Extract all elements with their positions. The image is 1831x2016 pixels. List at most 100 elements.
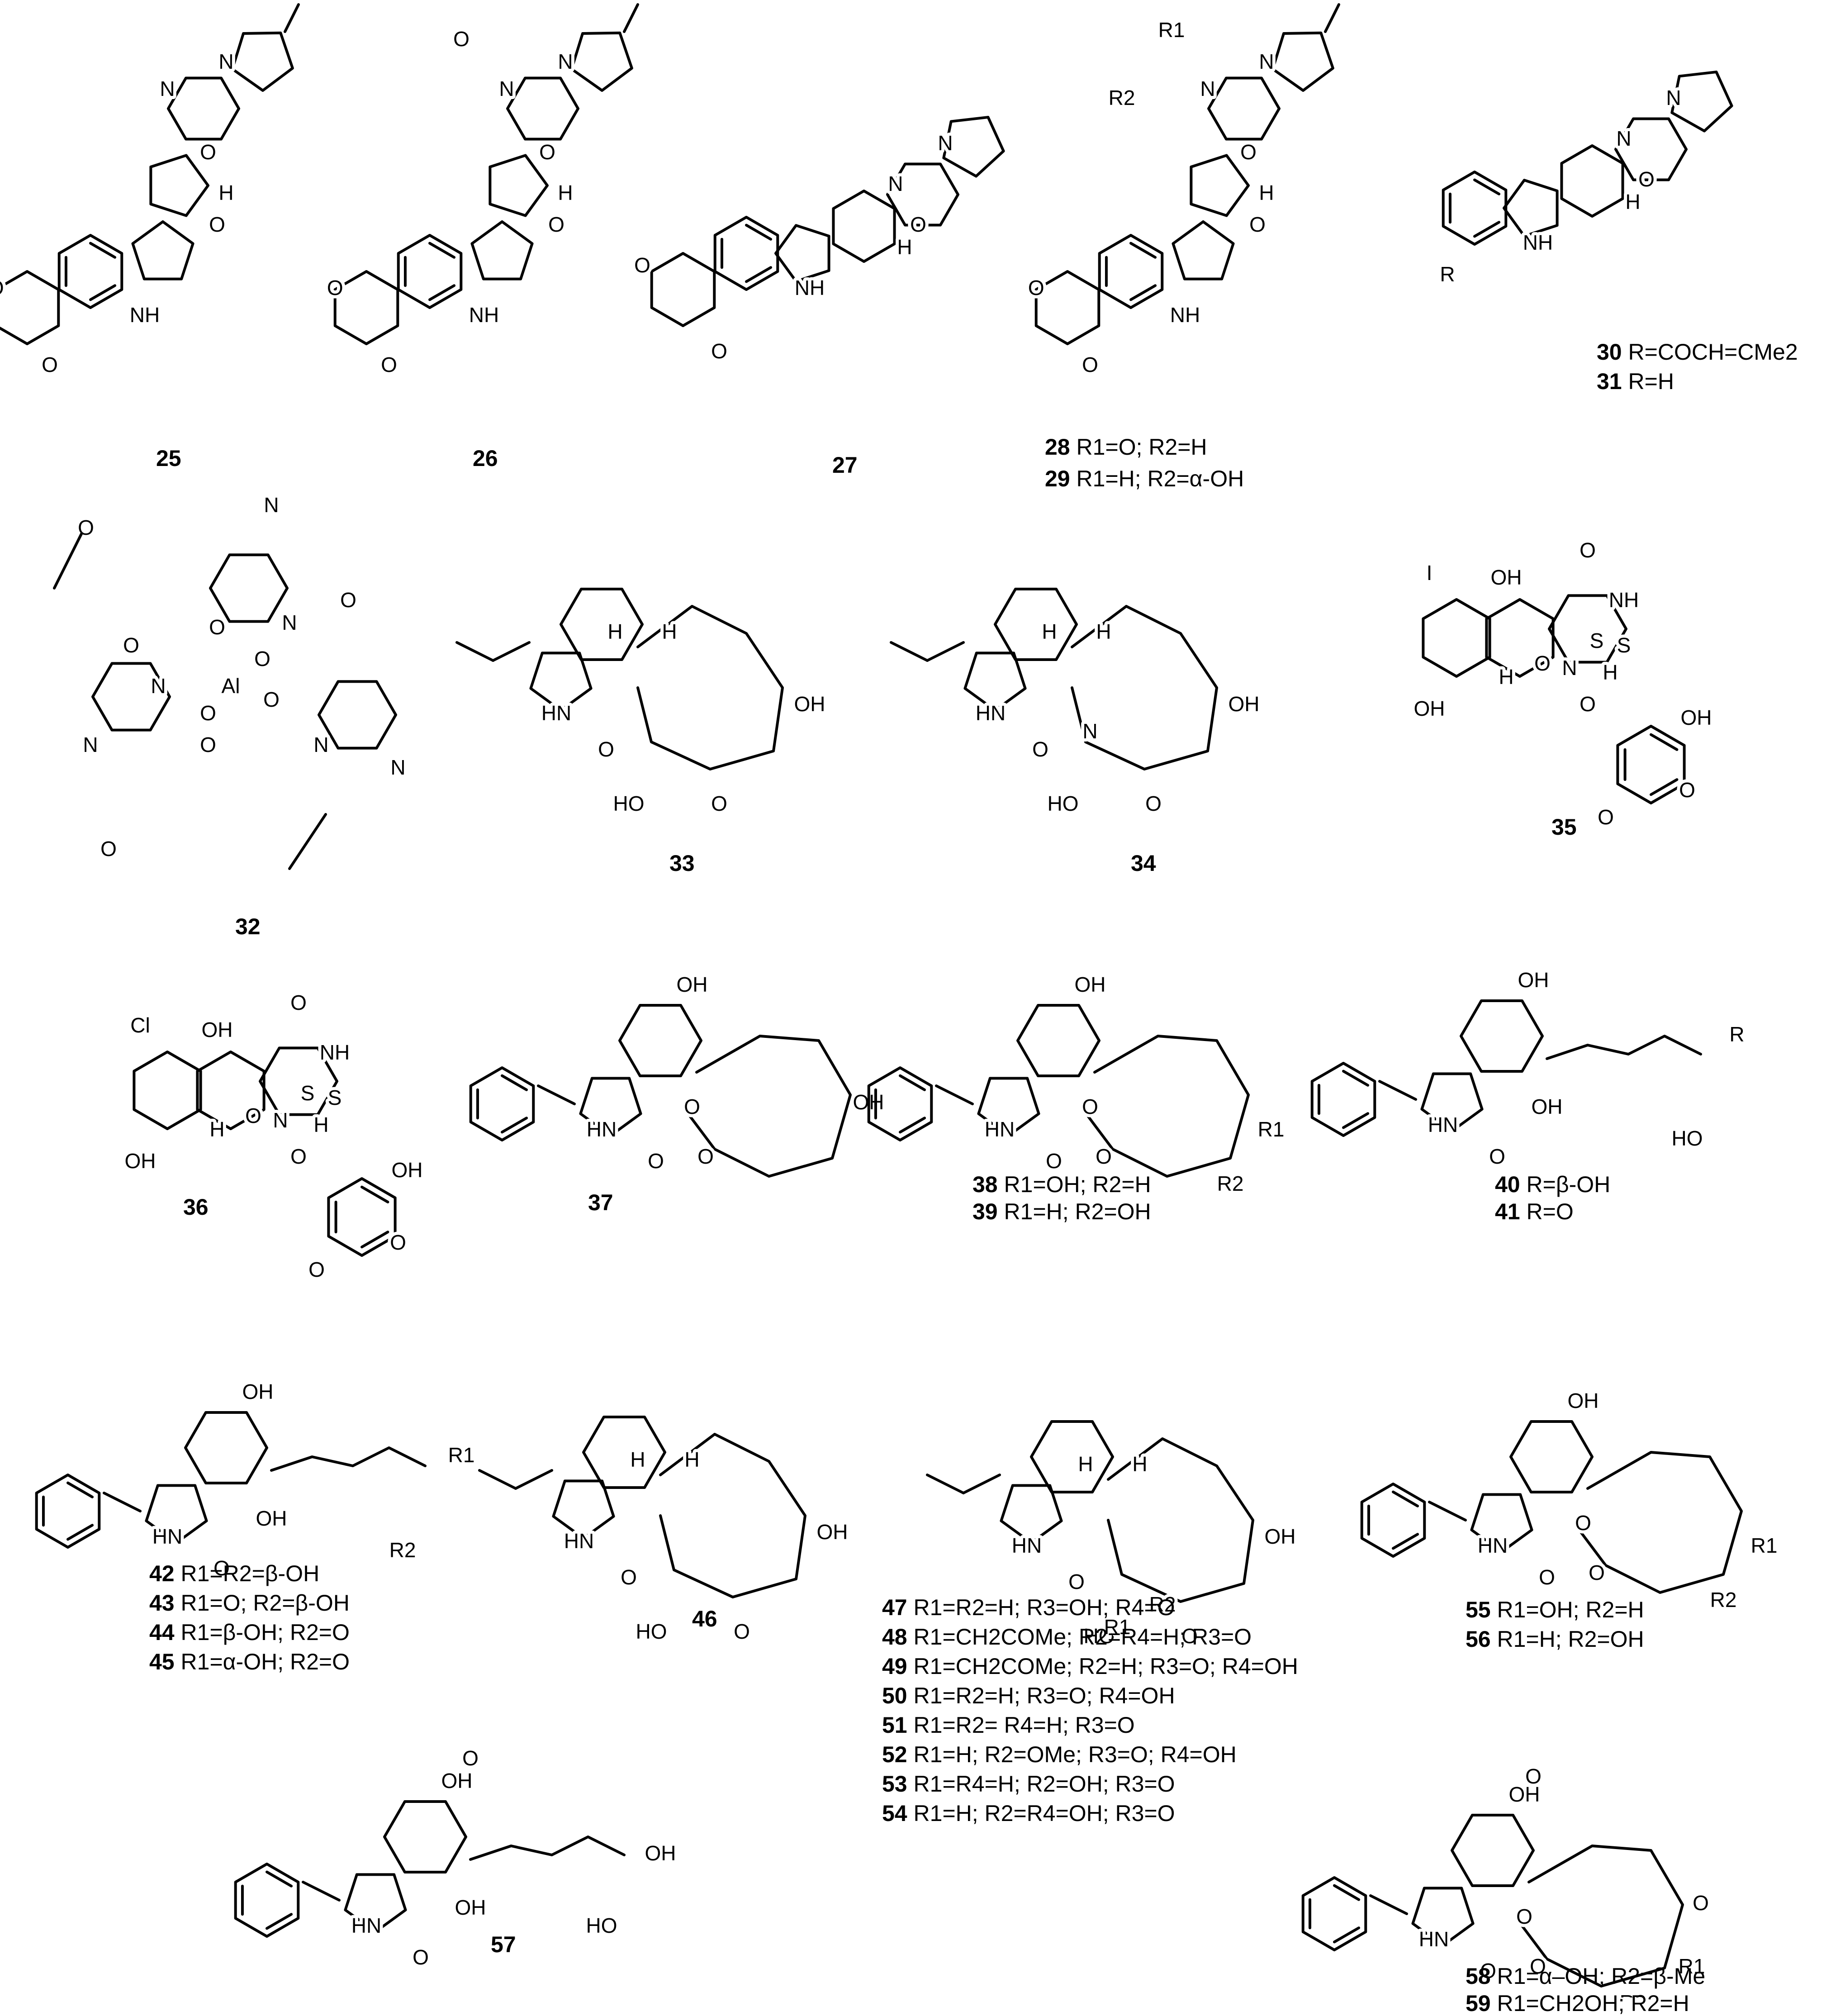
double-bond [1650,778,1679,796]
atom-h: H [607,620,622,643]
atom-nh: NH [320,1041,350,1064]
atom-oh: OH [202,1018,233,1041]
atom-n: N [499,77,514,100]
substituent-caption: R1=H; R2=OMe; R3=O; R4=OH [913,1742,1237,1767]
atom-o: O [539,140,555,164]
compound-29-label: 29 R1=H; R2=α-OH [1045,466,1244,491]
atom-oh: OH [1509,1783,1540,1806]
lactam-ring [1172,220,1235,281]
atom-oh: OH [817,1520,848,1544]
atom-n: N [313,733,328,756]
atom-h: H [1625,190,1640,214]
atom-n: N [558,50,573,73]
methyl-bond [284,3,300,33]
atom-o: O [290,991,307,1014]
lactam-ring [552,1479,615,1540]
atom-n: N [1200,77,1215,100]
atom-r1: R1 [1751,1534,1778,1557]
double-bond [66,1524,94,1541]
atom-oh: OH [256,1507,287,1530]
lactam-ring [344,1873,407,1933]
atom-nh: NH [130,303,160,327]
macrocycle-chain [636,605,784,770]
pyrazinone-ring [209,553,289,623]
atom-o: O [910,213,926,236]
methyl-bond [1324,3,1340,33]
substituent-caption: R1=α–OH; R2=β-Me [1497,1964,1706,1989]
compound-27-label: 27 [832,452,858,478]
oxazine-ring [196,1051,266,1130]
atom-o: O [1249,213,1266,236]
compound-34-label: 34 [1131,851,1156,876]
atom-o: O [1530,1954,1546,1978]
compound-33-label: 33 [669,851,695,876]
macrocycle-chain [1084,1035,1250,1178]
compound-number: 55 [1466,1597,1491,1622]
atom-oh: OH [1518,968,1549,992]
pyrrolidine-ring [1271,31,1334,92]
compound-number: 37 [588,1190,613,1215]
piperazine-ring [1548,594,1627,664]
atom-n: N [390,756,405,779]
atom-o: O [1539,1565,1555,1589]
atom-o: O [1525,1764,1542,1788]
atom-n: N [83,733,98,756]
compound-50-label: 50 R1=R2=H; R3=O; R4=OH [882,1683,1175,1708]
double-bond [899,1074,926,1091]
pyran-ring [333,270,399,345]
atom-o: O [462,1746,479,1770]
atom-oh: OH [455,1896,486,1919]
phenyl-ring [1301,1876,1367,1951]
compound-number: 25 [156,446,181,471]
compound-47-label: 47 R1=R2=H; R3=OH; R4=O [882,1595,1175,1620]
atom-o: O [0,276,4,300]
compound-number: 43 [149,1590,175,1616]
compound-58-label: 58 R1=α–OH; R2=β-Me [1466,1964,1705,1989]
isobutyl-bond [962,1474,1001,1494]
atom-oh: OH [1229,692,1260,716]
compound-39-label: 39 R1=H; R2=OH [972,1199,1151,1224]
atom-o: O [290,1145,307,1168]
isobutyl-bond [890,641,929,662]
double-bond [266,1870,293,1888]
carbocycle-ring [832,190,896,263]
atom-o: O [1489,1145,1505,1168]
atom-o: O [548,213,564,236]
atom-o: O [1032,737,1048,761]
double-bond [266,1913,293,1930]
compound-56-label: 56 R1=H; R2=OH [1466,1626,1644,1652]
atom-o: O [697,1145,714,1168]
atom-ho: HO [613,792,645,815]
atom-o: O [213,1556,230,1580]
compound-number: 44 [149,1620,175,1645]
atom-o: O [1580,538,1596,562]
atom-hn: HN [985,1117,1015,1141]
atom-o: O [100,837,117,861]
cyclohexene-ring [1030,1420,1114,1493]
atom-nh: NH [1170,303,1200,327]
atom-o: O [308,1258,325,1281]
atom-oh: OH [1532,1095,1563,1118]
atom-n: N [264,493,279,517]
aromatic-ring [1098,234,1164,309]
benzyl-bond [103,1492,142,1512]
bicyclic-ring [167,76,240,141]
atom-hn: HN [564,1529,594,1553]
double-bond [1650,733,1679,751]
atom-o: O [1693,1891,1709,1915]
phenyl-ring [35,1474,101,1549]
atom-o: O [123,633,139,657]
atom-hn: HN [587,1117,617,1141]
cyclohexane-ring [383,1800,467,1873]
cyclohexane-ring [184,1411,268,1484]
phenyl-ring [234,1863,300,1938]
substituent-caption: R1=H; R2=R4=OH; R3=O [913,1801,1175,1826]
atom-o: O [598,737,614,761]
atom-o: O [1516,1905,1532,1928]
atom-hn: HN [351,1914,381,1937]
phenyl-ring [1360,1483,1426,1558]
atom-hn: HN [541,701,571,725]
compound-number: 52 [882,1742,907,1767]
compound-31-label: 31 R=H [1597,369,1674,394]
